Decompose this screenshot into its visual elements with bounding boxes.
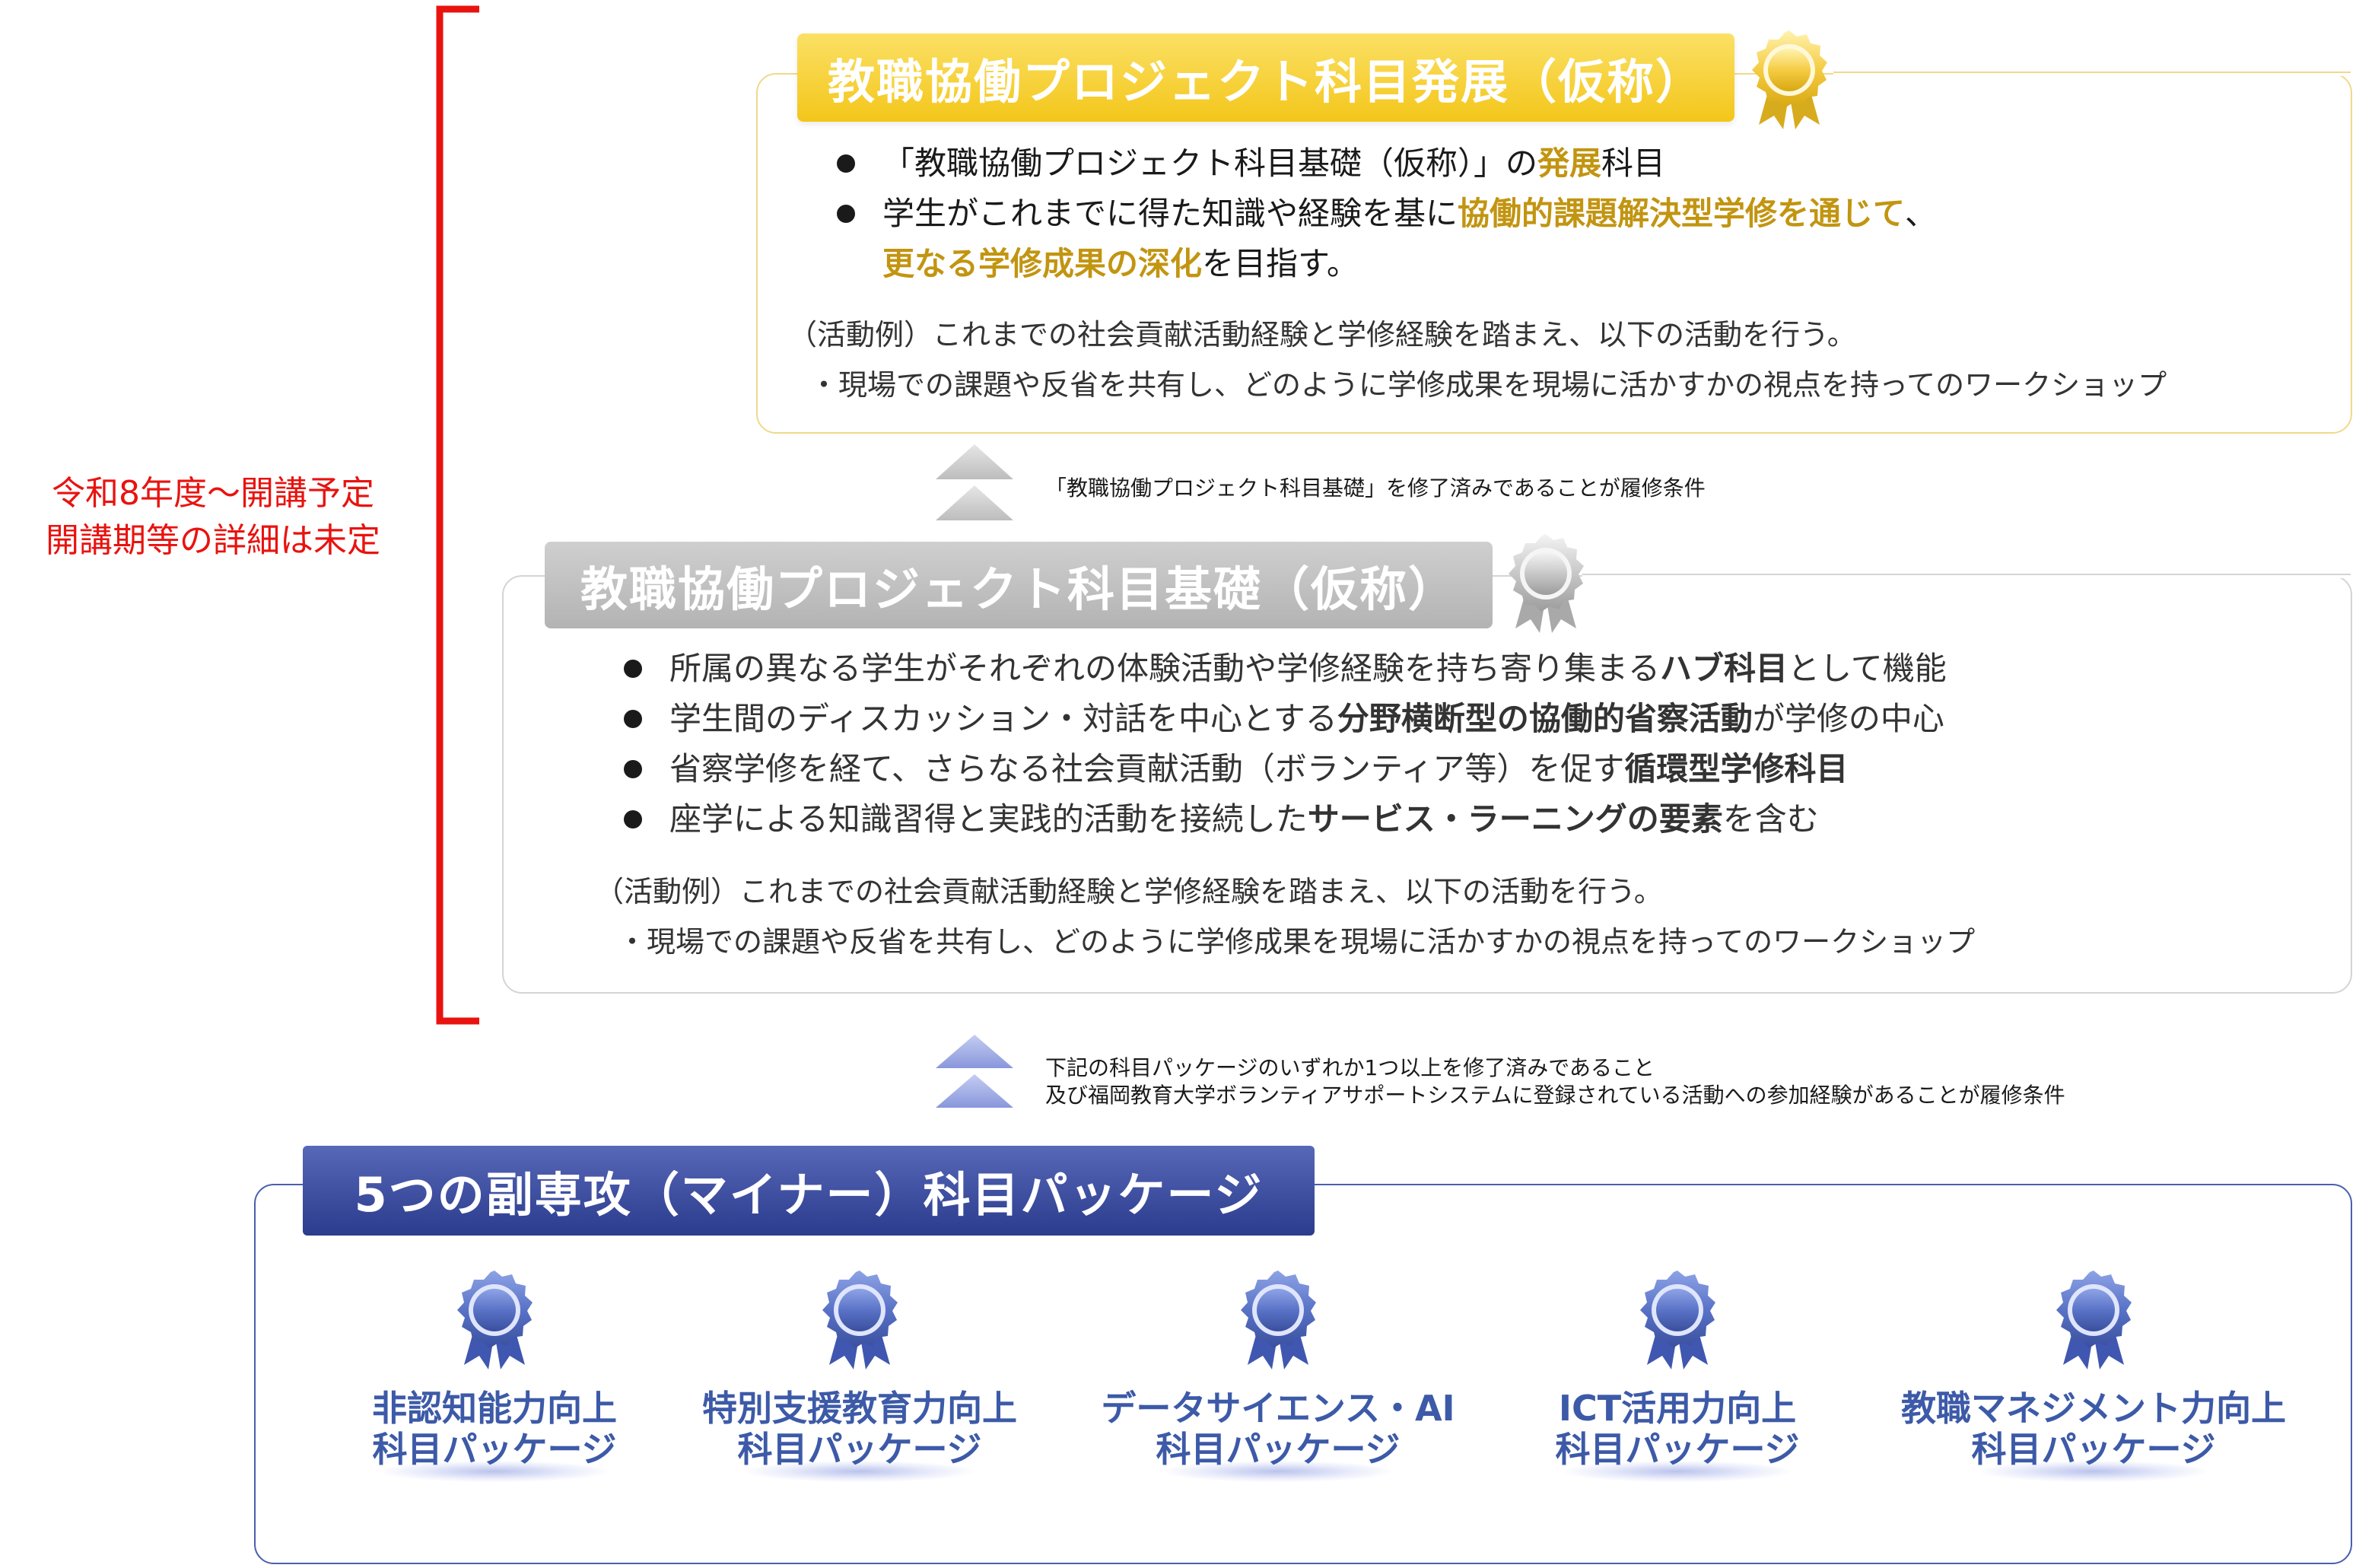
advanced-title-banner: 教職協働プロジェクト科目発展（仮称） [797, 33, 1734, 122]
blue-rosette-icon [822, 1271, 898, 1369]
side-note-line2: 開講期等の詳細は未定 [46, 521, 380, 560]
advanced-b2-highlight2: 更なる学修成果の深化 [882, 245, 1203, 282]
gold-rosette-icon [1752, 30, 1827, 129]
basic-bullet-2: 学生間のディスカッション・対話を中心とする分野横断型の協働的省察活動が学修の中心 [624, 694, 1947, 744]
package-label: ICT活用力向上科目パッケージ [1480, 1388, 1875, 1470]
package-shadow [380, 1461, 609, 1482]
prerequisite-note-2: 下記の科目パッケージのいずれか1つ以上を修了済みであること 及び福岡教育大学ボラ… [1045, 1054, 2065, 1109]
basic-b1-bold: ハブ科目 [1660, 650, 1788, 687]
advanced-bullet-2: 学生がこれまでに得た知識や経験を基に協働的課題解決型学修を通じて、 更なる学修成… [837, 189, 1937, 289]
basic-activity-item: ・現場での課題や反省を共有し、どのように学修成果を現場に活かすかの視点を持っての… [618, 925, 1976, 959]
basic-b4-text: 座学による知識習得と実践的活動を接続した [669, 800, 1308, 838]
minor-title-banner: 5つの副専攻（マイナー）科目パッケージ [303, 1146, 1315, 1236]
basic-bullet-4: 座学による知識習得と実践的活動を接続したサービス・ラーニングの要素を含む [624, 794, 1947, 844]
package-shadow [1563, 1461, 1792, 1482]
basic-b1-text: 所属の異なる学生がそれぞれの体験活動や学修経験を持ち寄り集まる [669, 650, 1661, 687]
prerequisite-note-2-line2: 及び福岡教育大学ボランティアサポートシステムに登録されている活動への参加経験があ… [1045, 1083, 2065, 1108]
package-label-line2: 科目パッケージ [1555, 1429, 1800, 1470]
advanced-b2-comma: 、 [1905, 195, 1938, 232]
side-note-line1: 令和8年度～開講予定 [52, 474, 374, 513]
silver-rosette-icon [1509, 534, 1584, 633]
blue-rosette-icon [1640, 1271, 1715, 1369]
advanced-panel [756, 73, 2352, 434]
package-label-line1: データサイエンス・AI [1101, 1388, 1455, 1429]
blue-rosette-icon [2056, 1271, 2132, 1369]
basic-b1-tail: として機能 [1788, 650, 1947, 687]
double-chevron-up-icon [936, 1035, 1013, 1108]
package-label-line2: 科目パッケージ [1971, 1429, 2216, 1470]
advanced-activity-item: ・現場での課題や反省を共有し、どのように学修成果を現場に活かすかの視点を持っての… [809, 368, 2167, 402]
basic-b2-tail: が学修の中心 [1752, 700, 1944, 737]
advanced-bullets: 「教職協働プロジェクト科目基礎（仮称）」の発展科目 学生がこれまでに得た知識や経… [837, 138, 1937, 289]
basic-b4-tail: を含む [1722, 800, 1819, 838]
package-label-line2: 科目パッケージ [372, 1429, 617, 1470]
package-label-line1: 非認知能力向上 [372, 1388, 617, 1429]
package-label-line1: ICT活用力向上 [1558, 1388, 1797, 1429]
advanced-bullet-1: 「教職協働プロジェクト科目基礎（仮称）」の発展科目 [837, 138, 1937, 189]
basic-bullets: 所属の異なる学生がそれぞれの体験活動や学修経験を持ち寄り集まるハブ科目として機能… [624, 644, 1947, 844]
package-label: 特別支援教育力向上科目パッケージ [662, 1388, 1057, 1470]
basic-panel [502, 575, 2352, 994]
side-note: 令和8年度～開講予定 開講期等の詳細は未定 [15, 470, 411, 565]
basic-activity-intro: （活動例）これまでの社会貢献活動経験と学修経験を踏まえ、以下の活動を行う。 [595, 875, 1663, 908]
basic-b2-bold: 分野横断型の協働的省察活動 [1337, 700, 1753, 737]
blue-rosette-icon [457, 1271, 533, 1369]
advanced-b2-tail: を目指す。 [1202, 245, 1359, 282]
package-shadow [1979, 1461, 2208, 1482]
basic-bullet-1: 所属の異なる学生がそれぞれの体験活動や学修経験を持ち寄り集まるハブ科目として機能 [624, 644, 1947, 694]
basic-title-banner: 教職協働プロジェクト科目基礎（仮称） [545, 542, 1493, 628]
package-label-line1: 特別支援教育力向上 [702, 1388, 1017, 1429]
prerequisite-note-1: 「教職協働プロジェクト科目基礎」を修了済みであることが履修条件 [1045, 475, 1706, 501]
advanced-b1-text: 「教職協働プロジェクト科目基礎（仮称）」の [882, 145, 1538, 182]
advanced-activity-intro: （活動例）これまでの社会貢献活動経験と学修経験を踏まえ、以下の活動を行う。 [788, 318, 1856, 351]
advanced-b1-tail: 科目 [1601, 145, 1666, 182]
advanced-b2-text: 学生がこれまでに得た知識や経験を基に [882, 195, 1458, 232]
basic-b3-bold: 循環型学修科目 [1624, 750, 1849, 787]
blue-rosette-icon [1241, 1271, 1316, 1369]
package-label: 非認知能力向上科目パッケージ [297, 1388, 692, 1470]
basic-b3-text: 省察学修を経て、さらなる社会貢献活動（ボランティア等）を促す [669, 750, 1625, 787]
minor-panel [254, 1184, 2352, 1564]
basic-b2-text: 学生間のディスカッション・対話を中心とする [669, 700, 1337, 737]
package-shadow [746, 1461, 974, 1482]
basic-title: 教職協働プロジェクト科目基礎（仮称） [580, 561, 1457, 617]
basic-bullet-3: 省察学修を経て、さらなる社会貢献活動（ボランティア等）を促す循環型学修科目 [624, 744, 1947, 794]
prerequisite-note-2-line1: 下記の科目パッケージのいずれか1つ以上を修了済みであること [1045, 1055, 1655, 1080]
package-label-line1: 教職マネジメント力向上 [1901, 1388, 2286, 1429]
red-bracket [436, 5, 479, 1025]
advanced-title: 教職協働プロジェクト科目発展（仮称） [827, 54, 1704, 110]
package-label-line2: 科目パッケージ [737, 1429, 982, 1470]
package-label: 教職マネジメント力向上科目パッケージ [1896, 1388, 2291, 1470]
advanced-b1-highlight: 発展 [1537, 145, 1602, 182]
package-shadow [1164, 1461, 1392, 1482]
double-chevron-up-icon [936, 444, 1013, 520]
minor-title: 5つの副専攻（マイナー）科目パッケージ [354, 1167, 1264, 1223]
package-label-line2: 科目パッケージ [1156, 1429, 1401, 1470]
basic-b4-bold: サービス・ラーニングの要素 [1307, 800, 1723, 838]
advanced-b2-highlight: 協働的課題解決型学修を通じて [1458, 195, 1906, 232]
